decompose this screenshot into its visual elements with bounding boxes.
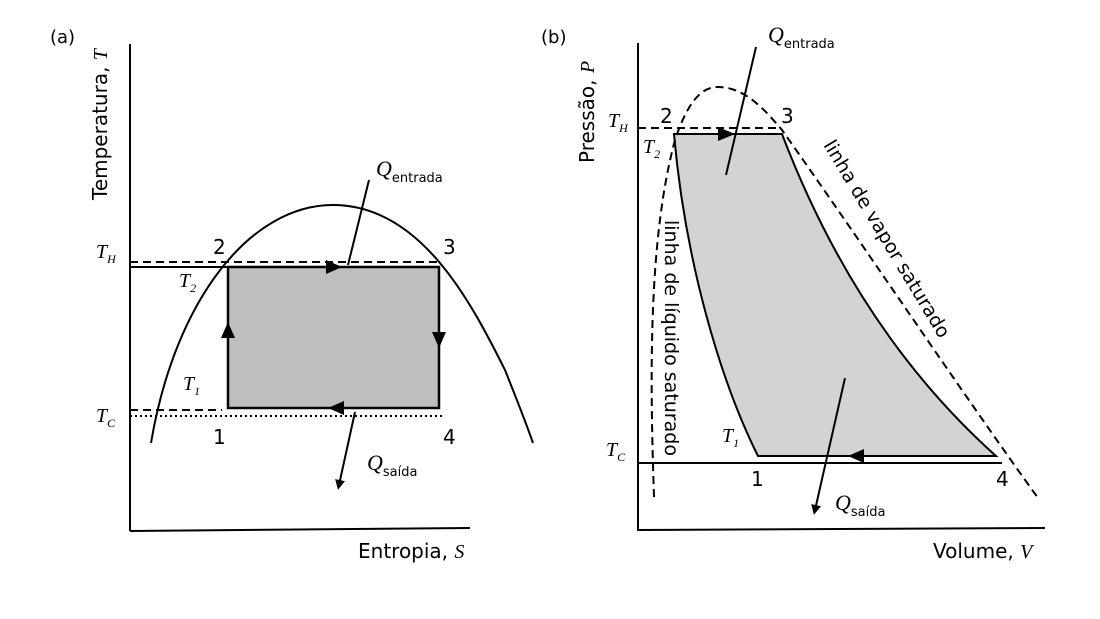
saturation-dome	[650, 85, 1039, 499]
heat-in-arrow	[725, 46, 757, 176]
arrow-left-icon	[328, 401, 344, 415]
heat-out-arrow	[811, 377, 846, 515]
q-out-label: Qsaída	[835, 490, 885, 520]
t2-label: T2	[179, 270, 196, 295]
heat-in-arrow	[347, 179, 370, 266]
point-1: 1	[751, 467, 764, 491]
cycle-area	[672, 133, 999, 457]
x-axis-title: Entropia, S	[358, 539, 464, 563]
point-4: 4	[443, 425, 456, 449]
point-2: 2	[660, 104, 673, 128]
tc-label: TC	[606, 439, 626, 464]
t1-label: T1	[183, 373, 200, 398]
cycle-area	[226, 265, 441, 410]
tc-label: TC	[96, 405, 116, 430]
arrow-right-icon	[718, 127, 735, 141]
panel-b-label: (b)	[541, 27, 566, 48]
panel-a-label: (a)	[50, 27, 75, 48]
point-3: 3	[781, 104, 794, 128]
y-axis-title: Pressão, P	[575, 61, 599, 163]
q-in-label: Qentrada	[376, 156, 443, 186]
liquid-line-label: linha de líquido saturado	[660, 220, 682, 456]
x-axis-title: Volume, V	[933, 539, 1035, 563]
t2-label: T2	[643, 136, 660, 161]
point-4: 4	[996, 467, 1009, 491]
point-3: 3	[443, 235, 456, 259]
th-label: TH	[96, 241, 117, 266]
x-axis	[637, 527, 1046, 531]
th-label: TH	[608, 110, 629, 135]
point-1: 1	[213, 425, 226, 449]
y-axis-title: Temperatura, T	[88, 47, 112, 201]
arrow-left-icon	[848, 449, 864, 463]
arrow-down-icon	[432, 332, 446, 348]
panel-b-pv-diagram: (b) Pressão, P Volume, V Qentrada Qsaída…	[541, 22, 1046, 563]
arrow-right-icon	[326, 260, 342, 274]
q-out-label: Qsaída	[367, 450, 417, 480]
panel-a-ts-diagram: (a) Temperatura, T Entropia, S Qentrada …	[50, 27, 534, 563]
heat-out-arrow	[335, 411, 356, 490]
t1-label: T1	[722, 425, 739, 450]
q-in-label: Qentrada	[768, 22, 835, 52]
point-2: 2	[213, 235, 226, 259]
arrow-up-icon	[221, 322, 235, 338]
saturation-dome	[150, 203, 534, 444]
x-axis	[129, 527, 471, 532]
